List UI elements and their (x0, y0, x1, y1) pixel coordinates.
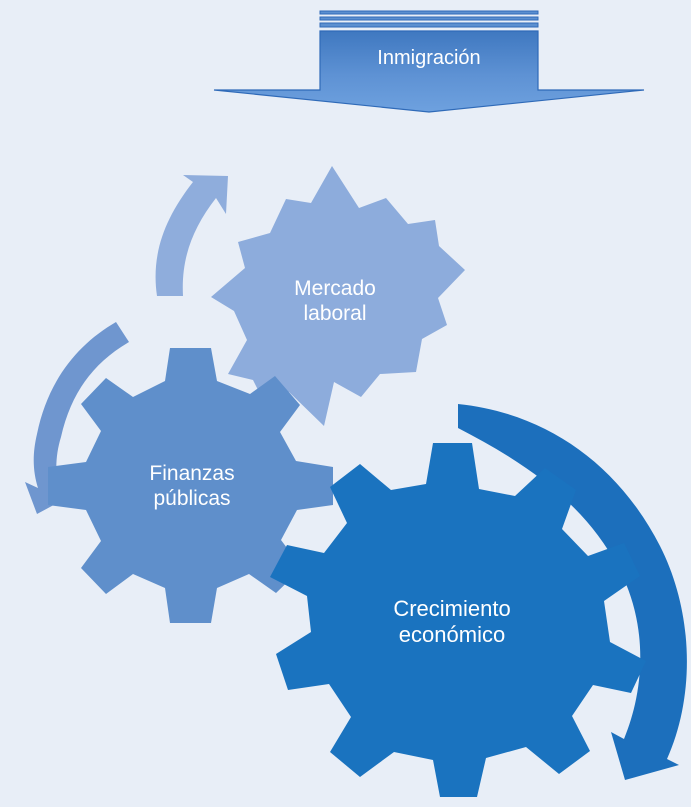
arrow-labor-to-finance (25, 322, 129, 514)
arrow-labor-to-top (155, 175, 228, 296)
top-arrow-bar-3 (319, 22, 539, 28)
public-finance-gear (48, 348, 333, 623)
economic-growth-line-2: económico (398, 622, 506, 648)
public-finance-label: Finanzas públicas (112, 461, 272, 511)
immigration-label: Inmigración (377, 47, 481, 69)
top-arrow-bar-1 (319, 10, 539, 15)
labor-market-label: Mercado laboral (255, 276, 415, 326)
public-finance-line-1: Finanzas (149, 462, 235, 485)
economic-growth-label: Crecimiento económico (362, 596, 542, 649)
arrow-growth-to-bottom (458, 404, 687, 780)
top-arrow-bar-2 (319, 16, 539, 21)
labor-market-gear (211, 166, 465, 426)
public-finance-line-2: públicas (153, 487, 231, 511)
economic-growth-line-1: Crecimiento (393, 596, 511, 621)
immigration-arrow (213, 30, 645, 113)
economic-growth-gear (270, 443, 646, 797)
labor-market-line-1: Mercado (294, 277, 376, 300)
labor-market-line-2: laboral (303, 302, 367, 326)
